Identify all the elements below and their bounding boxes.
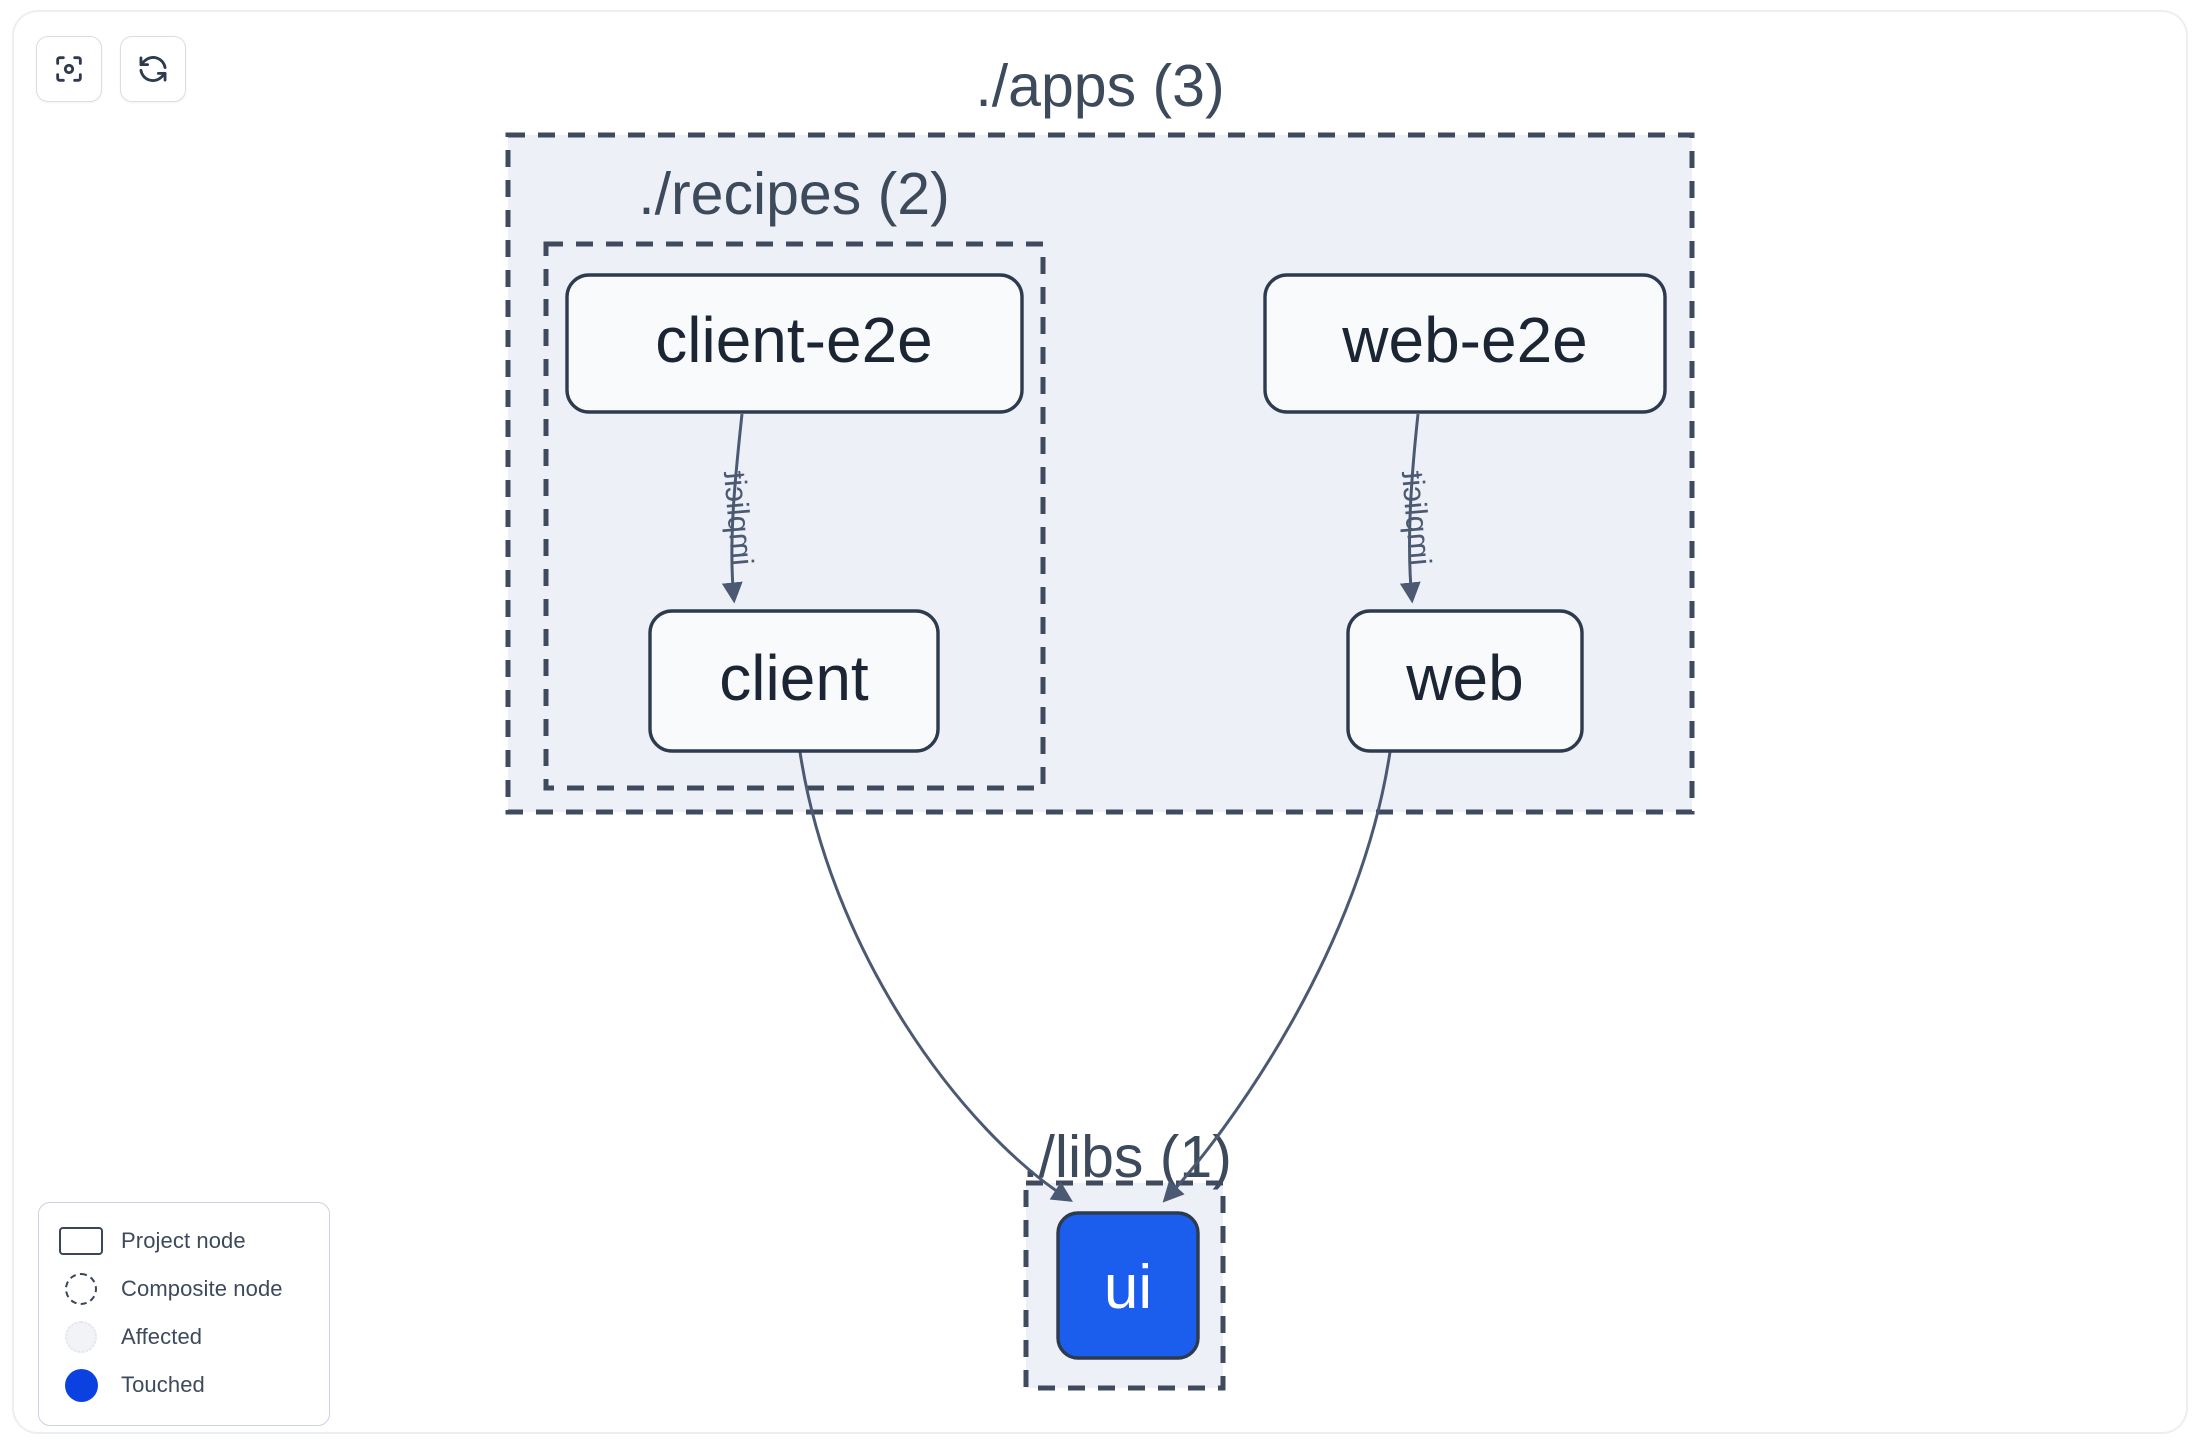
- touched-swatch: [57, 1368, 105, 1402]
- node-web-e2e-label: web-e2e: [1341, 304, 1588, 376]
- refresh-icon: [136, 52, 170, 86]
- container-apps-label: ./apps (3): [975, 53, 1224, 119]
- composite-node-swatch: [57, 1273, 105, 1305]
- node-client[interactable]: client: [648, 609, 940, 753]
- graph-toolbar: [36, 36, 186, 102]
- node-client-e2e[interactable]: client-e2e: [565, 273, 1024, 414]
- node-ui-box[interactable]: [1056, 1211, 1200, 1360]
- legend-label-project-node: Project node: [121, 1228, 246, 1253]
- edge-label-client-implicit: implicit: [717, 469, 760, 567]
- node-web-label: web: [1405, 642, 1523, 714]
- node-web-e2e-box[interactable]: [1263, 273, 1667, 414]
- focus-target-icon: [52, 52, 86, 86]
- edge-web-to-ui[interactable]: [1162, 751, 1392, 1203]
- node-client-label: client: [719, 642, 869, 714]
- refresh-graph-button[interactable]: [120, 36, 186, 102]
- node-ui-label: ui: [1104, 1253, 1152, 1322]
- focus-graph-button[interactable]: [36, 36, 102, 102]
- legend-item-project-node: Project node: [57, 1217, 311, 1265]
- edge-label-web-implicit: implicit: [1395, 469, 1438, 567]
- node-web-e2e[interactable]: web-e2e: [1263, 273, 1667, 414]
- node-client-e2e-label: client-e2e: [655, 304, 933, 376]
- graph-legend: Project node Composite node Affected Tou…: [38, 1202, 330, 1426]
- edge-web-e2e-to-web[interactable]: [1399, 413, 1421, 604]
- container-recipes-label: ./recipes (2): [638, 161, 949, 227]
- legend-label-composite-node: Composite node: [121, 1276, 283, 1301]
- legend-item-composite-node: Composite node: [57, 1265, 311, 1313]
- graph-edges: implicit implicit: [717, 413, 1438, 1203]
- legend-item-affected: Affected: [57, 1313, 311, 1361]
- edge-client-e2e-to-client[interactable]: [721, 413, 744, 604]
- node-client-e2e-box[interactable]: [565, 273, 1024, 414]
- project-node-swatch: [57, 1227, 105, 1255]
- node-web[interactable]: web: [1346, 609, 1584, 753]
- node-client-box[interactable]: [648, 609, 940, 753]
- affected-swatch: [57, 1321, 105, 1353]
- legend-label-affected: Affected: [121, 1324, 203, 1349]
- edge-client-to-ui[interactable]: [798, 751, 1073, 1202]
- container-libs-label: ./libs (1): [1022, 1124, 1232, 1190]
- legend-label-touched: Touched: [121, 1372, 205, 1397]
- legend-item-touched: Touched: [57, 1361, 311, 1409]
- node-web-box[interactable]: [1346, 609, 1584, 753]
- node-ui[interactable]: ui: [1056, 1211, 1200, 1360]
